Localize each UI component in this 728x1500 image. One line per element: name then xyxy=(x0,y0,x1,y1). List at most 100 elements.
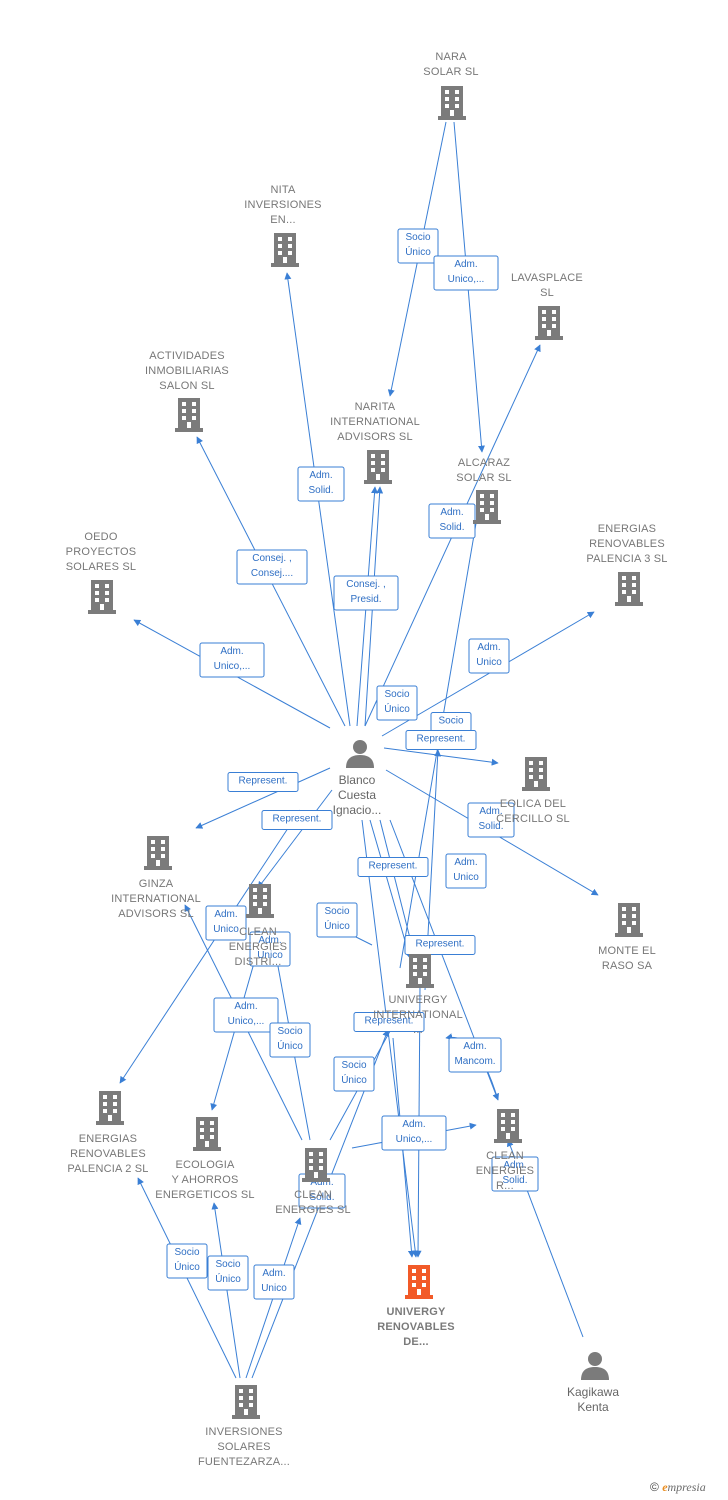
node-label-line: SOLARES SL xyxy=(66,561,136,573)
edge-label[interactable]: Adm.Unico,... xyxy=(213,997,279,1033)
edge-label-box xyxy=(491,1156,539,1192)
edge-label[interactable]: Adm.Unico,... xyxy=(381,1115,447,1151)
edge-label[interactable]: Represent. xyxy=(261,810,333,830)
node-label-line: NITA xyxy=(270,184,296,196)
node-label-line: R... xyxy=(496,1180,514,1192)
node-label-line: ENERGIES xyxy=(229,941,287,953)
edge-label-line: Único xyxy=(384,702,410,715)
node-label-line: FUENTEZARZA... xyxy=(198,1456,290,1468)
edge-label-line: Unico xyxy=(261,1283,287,1294)
node-label-line: SOLAR SL xyxy=(423,66,478,78)
edge-label[interactable]: Adm.Solid. xyxy=(428,503,476,539)
edge-label[interactable]: Represent. xyxy=(404,935,476,955)
edge-label-line: Represent. xyxy=(239,776,288,787)
edge-label-line: Único xyxy=(324,919,350,932)
node-label-line: INVERSIONES xyxy=(244,199,321,211)
edge xyxy=(195,767,331,829)
edge-label[interactable]: Adm.Solid. xyxy=(491,1156,539,1192)
edge-label[interactable]: Adm.Unico xyxy=(445,853,487,889)
edge-label-box xyxy=(357,857,429,877)
edge-label-box xyxy=(205,905,247,941)
edge-label[interactable]: Consej. ,Presid. xyxy=(333,575,399,611)
edge-label-box xyxy=(433,255,499,291)
edge-label[interactable]: Represent. xyxy=(357,857,429,877)
node-label-line: NARITA xyxy=(355,401,396,413)
edge-label-line: Adm. xyxy=(214,909,237,920)
edge-label[interactable]: Adm.Unico xyxy=(253,1264,295,1300)
edge-label[interactable]: Adm.Unico xyxy=(468,638,510,674)
edge-label[interactable]: Represent. xyxy=(227,772,299,792)
edge-label[interactable]: Adm.Unico xyxy=(249,931,291,967)
edge-label-text: Represent. xyxy=(417,734,466,745)
edge-label[interactable]: Adm.Solid. xyxy=(297,466,345,502)
edge-label[interactable]: Consej. ,Consej.... xyxy=(236,549,308,585)
building-icon xyxy=(522,757,550,791)
edge-label[interactable]: Represent. xyxy=(405,730,477,750)
edge-label-box xyxy=(316,902,358,938)
person-icon xyxy=(346,740,374,768)
brand-logo[interactable]: empresia xyxy=(662,1480,706,1494)
edge-label[interactable]: Socio xyxy=(430,712,472,732)
building-icon xyxy=(144,836,172,870)
edge-label-line: Socio xyxy=(277,1026,302,1037)
person-icon xyxy=(581,1352,609,1380)
edge-label-line: Represent. xyxy=(273,814,322,825)
edge-label-line: Adm. xyxy=(479,806,502,817)
edge-label[interactable]: Adm.Solid. xyxy=(467,802,515,838)
building-icon xyxy=(271,233,299,267)
building-icon xyxy=(364,450,392,484)
edge-label-box xyxy=(213,997,279,1033)
node-label-line: CLEAN xyxy=(294,1189,332,1201)
node-label-line: INTERNATIONAL xyxy=(330,416,420,428)
edge-label-text: Consej. ,Presid. xyxy=(346,579,385,605)
edge-label-box xyxy=(405,730,477,750)
building-icon xyxy=(473,490,501,524)
building-icon xyxy=(535,306,563,340)
edge-label[interactable]: Adm.Mancom. xyxy=(448,1037,502,1073)
edge-label-line: Adm. xyxy=(258,935,281,946)
edge-label[interactable]: Adm.Unico,... xyxy=(433,255,499,291)
edge-label[interactable]: Represent. xyxy=(353,1012,425,1032)
building-icon xyxy=(96,1091,124,1125)
edge-label[interactable]: Adm.Unico,... xyxy=(199,642,265,678)
edge-label[interactable]: Adm.Unico xyxy=(205,905,247,941)
edge-label-line: Represent. xyxy=(369,861,418,872)
copyright-notice: © empresia xyxy=(650,1480,706,1495)
